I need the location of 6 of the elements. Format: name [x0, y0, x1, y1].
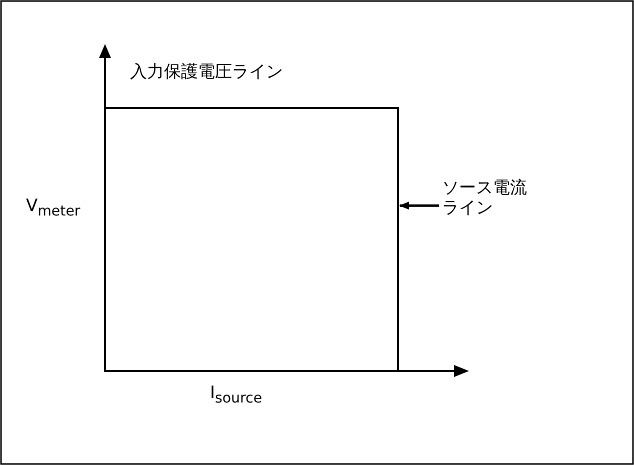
line-label: 入力保護電圧ライン — [130, 62, 283, 82]
arrow — [399, 202, 439, 210]
callout-text: ソース電流ライン — [442, 178, 532, 219]
axis-label: V$_{meter}$ — [26, 196, 80, 220]
limit-rectangle — [104, 107, 399, 372]
axis-label: I$_{source}$ — [210, 383, 262, 408]
